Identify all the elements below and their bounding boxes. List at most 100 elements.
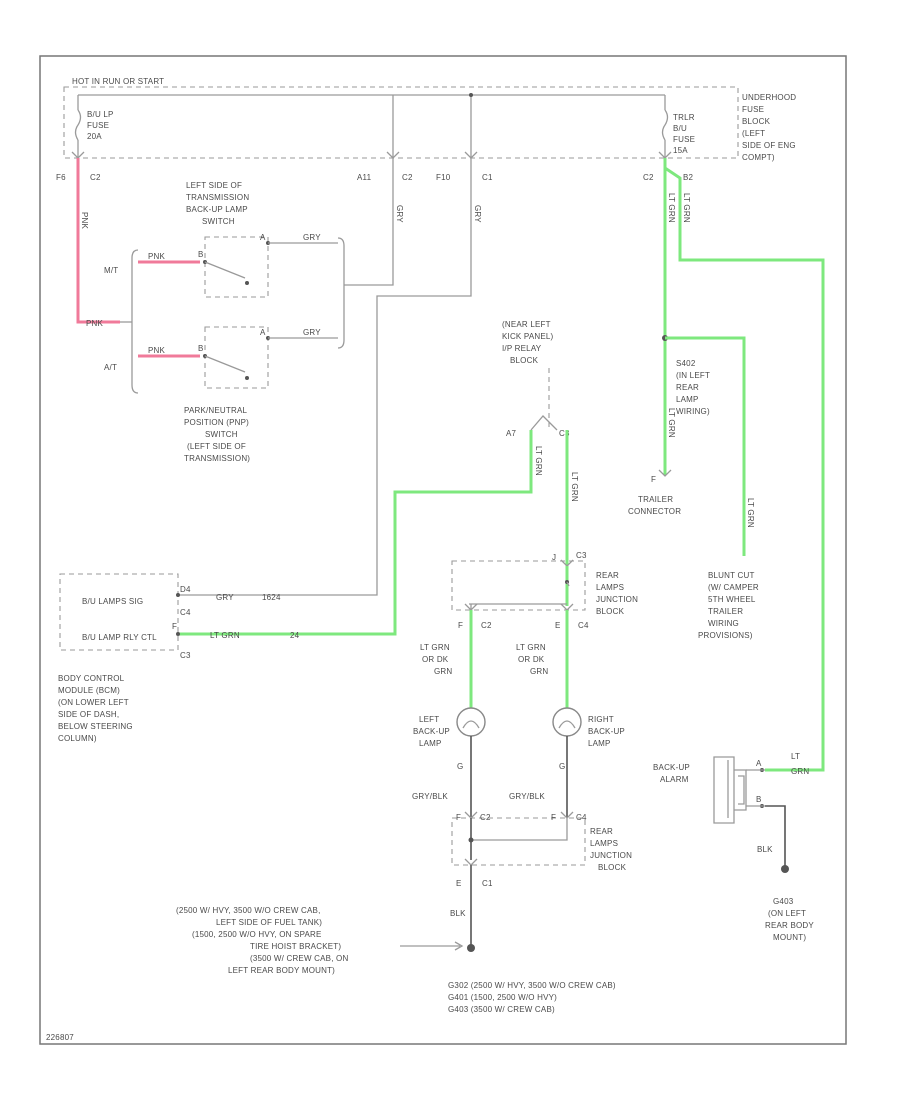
svg-text:TRAILER: TRAILER <box>638 495 673 504</box>
relay-block-label: (NEAR LEFT KICK PANEL) I/P RELAY BLOCK <box>502 320 553 365</box>
ip-relay-block: (NEAR LEFT KICK PANEL) I/P RELAY BLOCK A… <box>502 320 570 438</box>
diagram-id: 226807 <box>46 1033 74 1042</box>
svg-text:BACK-UP: BACK-UP <box>653 763 690 772</box>
svg-text:C3: C3 <box>559 429 570 438</box>
svg-text:B: B <box>756 795 762 804</box>
splice-label: S402 (IN LEFT REAR LAMP WIRING) <box>676 359 710 416</box>
svg-text:PNK: PNK <box>148 346 166 355</box>
svg-text:LEFT REAR BODY MOUNT): LEFT REAR BODY MOUNT) <box>228 966 335 975</box>
svg-text:TRANSMISSION: TRANSMISSION <box>186 193 249 202</box>
svg-text:LAMPS: LAMPS <box>596 583 624 592</box>
left-lamp-feed-label: LT GRN OR DK GRN <box>420 643 452 676</box>
trailer-circuits: LT GRN LT GRN LT GRN LT GRN S402 (IN LEF… <box>628 158 825 772</box>
svg-text:C4: C4 <box>578 621 589 630</box>
svg-text:F6: F6 <box>56 173 66 182</box>
mt-label: M/T <box>104 266 118 275</box>
svg-text:G403: G403 <box>773 897 794 906</box>
svg-text:GRY: GRY <box>303 328 321 337</box>
svg-text:(NEAR LEFT: (NEAR LEFT <box>502 320 551 329</box>
rear-block-bottom-label: REAR LAMPS JUNCTION BLOCK <box>590 827 632 872</box>
svg-text:SIDE OF ENG: SIDE OF ENG <box>742 141 796 150</box>
svg-text:15A: 15A <box>673 146 688 155</box>
svg-text:LAMP: LAMP <box>419 739 442 748</box>
svg-text:C4: C4 <box>576 813 587 822</box>
svg-text:C2: C2 <box>480 813 491 822</box>
trailer-connector-label: TRAILER CONNECTOR <box>628 495 681 516</box>
svg-text:BACK-UP: BACK-UP <box>588 727 625 736</box>
svg-text:REAR: REAR <box>596 571 619 580</box>
svg-text:BLOCK: BLOCK <box>510 356 539 365</box>
svg-text:SWITCH: SWITCH <box>205 430 238 439</box>
svg-text:A: A <box>756 759 762 768</box>
svg-text:LEFT SIDE OF: LEFT SIDE OF <box>186 181 242 190</box>
svg-text:LEFT: LEFT <box>419 715 439 724</box>
svg-text:GRY: GRY <box>395 205 404 223</box>
fuse-block-pins: F6 C2 A11 C2 F10 C1 C2 B2 <box>56 173 694 182</box>
blunt-cut-label: BLUNT CUT (W/ CAMPER 5TH WHEEL TRAILER W… <box>698 571 759 640</box>
svg-text:A: A <box>260 233 266 242</box>
pink-feed-circuit: PNK PNK PNK PNK <box>76 158 200 394</box>
svg-text:GRY/BLK: GRY/BLK <box>509 792 545 801</box>
svg-text:24: 24 <box>290 631 300 640</box>
right-backup-lamp: RIGHT BACK-UP LAMP <box>552 707 625 748</box>
svg-text:B2: B2 <box>683 173 694 182</box>
svg-text:C3: C3 <box>180 651 191 660</box>
svg-text:LAMPS: LAMPS <box>590 839 618 848</box>
svg-text:BLOCK: BLOCK <box>742 117 771 126</box>
svg-text:WIRING: WIRING <box>708 619 739 628</box>
svg-text:BACK-UP LAMP: BACK-UP LAMP <box>186 205 248 214</box>
alarm-ground-label: G403 (ON LEFT REAR BODY MOUNT) <box>765 897 814 942</box>
svg-text:(LEFT SIDE OF: (LEFT SIDE OF <box>187 442 246 451</box>
svg-text:G302 (2500 W/ HVY, 3500 W/O CR: G302 (2500 W/ HVY, 3500 W/O CREW CAB) <box>448 981 616 990</box>
svg-text:G: G <box>559 762 565 771</box>
svg-text:LT GRN: LT GRN <box>682 193 691 223</box>
backup-alarm-label: BACK-UP ALARM <box>653 763 690 784</box>
svg-text:F: F <box>172 622 177 631</box>
svg-text:MODULE (BCM): MODULE (BCM) <box>58 686 120 695</box>
svg-text:A: A <box>260 328 266 337</box>
svg-text:TRANSMISSION): TRANSMISSION) <box>184 454 250 463</box>
bcm-row2: B/U LAMP RLY CTL <box>82 633 157 642</box>
svg-text:GRY: GRY <box>473 205 482 223</box>
svg-text:SWITCH: SWITCH <box>202 217 235 226</box>
svg-text:LT GRN: LT GRN <box>667 193 676 223</box>
svg-text:COLUMN): COLUMN) <box>58 734 97 743</box>
svg-text:F: F <box>651 475 656 484</box>
green-relay-circuit: LT GRN LT GRN 24 LT GRN <box>178 430 579 640</box>
svg-text:(ON LOWER LEFT: (ON LOWER LEFT <box>58 698 129 707</box>
svg-text:(2500 W/ HVY, 3500 W/O CREW CA: (2500 W/ HVY, 3500 W/O CREW CAB, <box>176 906 321 915</box>
svg-text:B/U: B/U <box>673 124 687 133</box>
svg-text:C2: C2 <box>643 173 654 182</box>
svg-text:LAMP: LAMP <box>588 739 611 748</box>
svg-text:PNK: PNK <box>80 212 89 230</box>
svg-text:COMPT): COMPT) <box>742 153 775 162</box>
svg-text:FUSE: FUSE <box>673 135 695 144</box>
svg-text:LEFT SIDE OF FUEL TANK): LEFT SIDE OF FUEL TANK) <box>216 918 322 927</box>
svg-text:FUSE: FUSE <box>742 105 764 114</box>
ground-location-notes: (2500 W/ HVY, 3500 W/O CREW CAB, LEFT SI… <box>176 906 348 975</box>
svg-text:BLUNT CUT: BLUNT CUT <box>708 571 755 580</box>
svg-text:LT: LT <box>791 752 800 761</box>
svg-text:D4: D4 <box>180 585 191 594</box>
diagram-frame <box>39 55 847 1045</box>
svg-text:J: J <box>552 553 556 562</box>
svg-text:REAR BODY: REAR BODY <box>765 921 814 930</box>
svg-text:GRY: GRY <box>216 593 234 602</box>
svg-text:SIDE OF DASH,: SIDE OF DASH, <box>58 710 119 719</box>
svg-text:JUNCTION: JUNCTION <box>590 851 632 860</box>
svg-text:ALARM: ALARM <box>660 775 689 784</box>
svg-text:A7: A7 <box>506 429 517 438</box>
svg-text:REAR: REAR <box>676 383 699 392</box>
svg-text:LT GRN: LT GRN <box>210 631 240 640</box>
grey-circuits: GRY GRY GRY 1624 <box>178 158 482 602</box>
svg-text:F: F <box>551 813 556 822</box>
at-label: A/T <box>104 363 117 372</box>
svg-text:C1: C1 <box>482 173 493 182</box>
svg-text:LT GRN: LT GRN <box>534 446 543 476</box>
fuse-block-location-label: UNDERHOOD FUSE BLOCK (LEFT SIDE OF ENG C… <box>742 93 796 162</box>
svg-text:B: B <box>198 250 204 259</box>
backup-label: LEFT SIDE OF TRANSMISSION BACK-UP LAMP S… <box>186 181 249 226</box>
svg-text:(W/ CAMPER: (W/ CAMPER <box>708 583 759 592</box>
svg-text:E: E <box>555 621 561 630</box>
svg-text:B: B <box>198 344 204 353</box>
